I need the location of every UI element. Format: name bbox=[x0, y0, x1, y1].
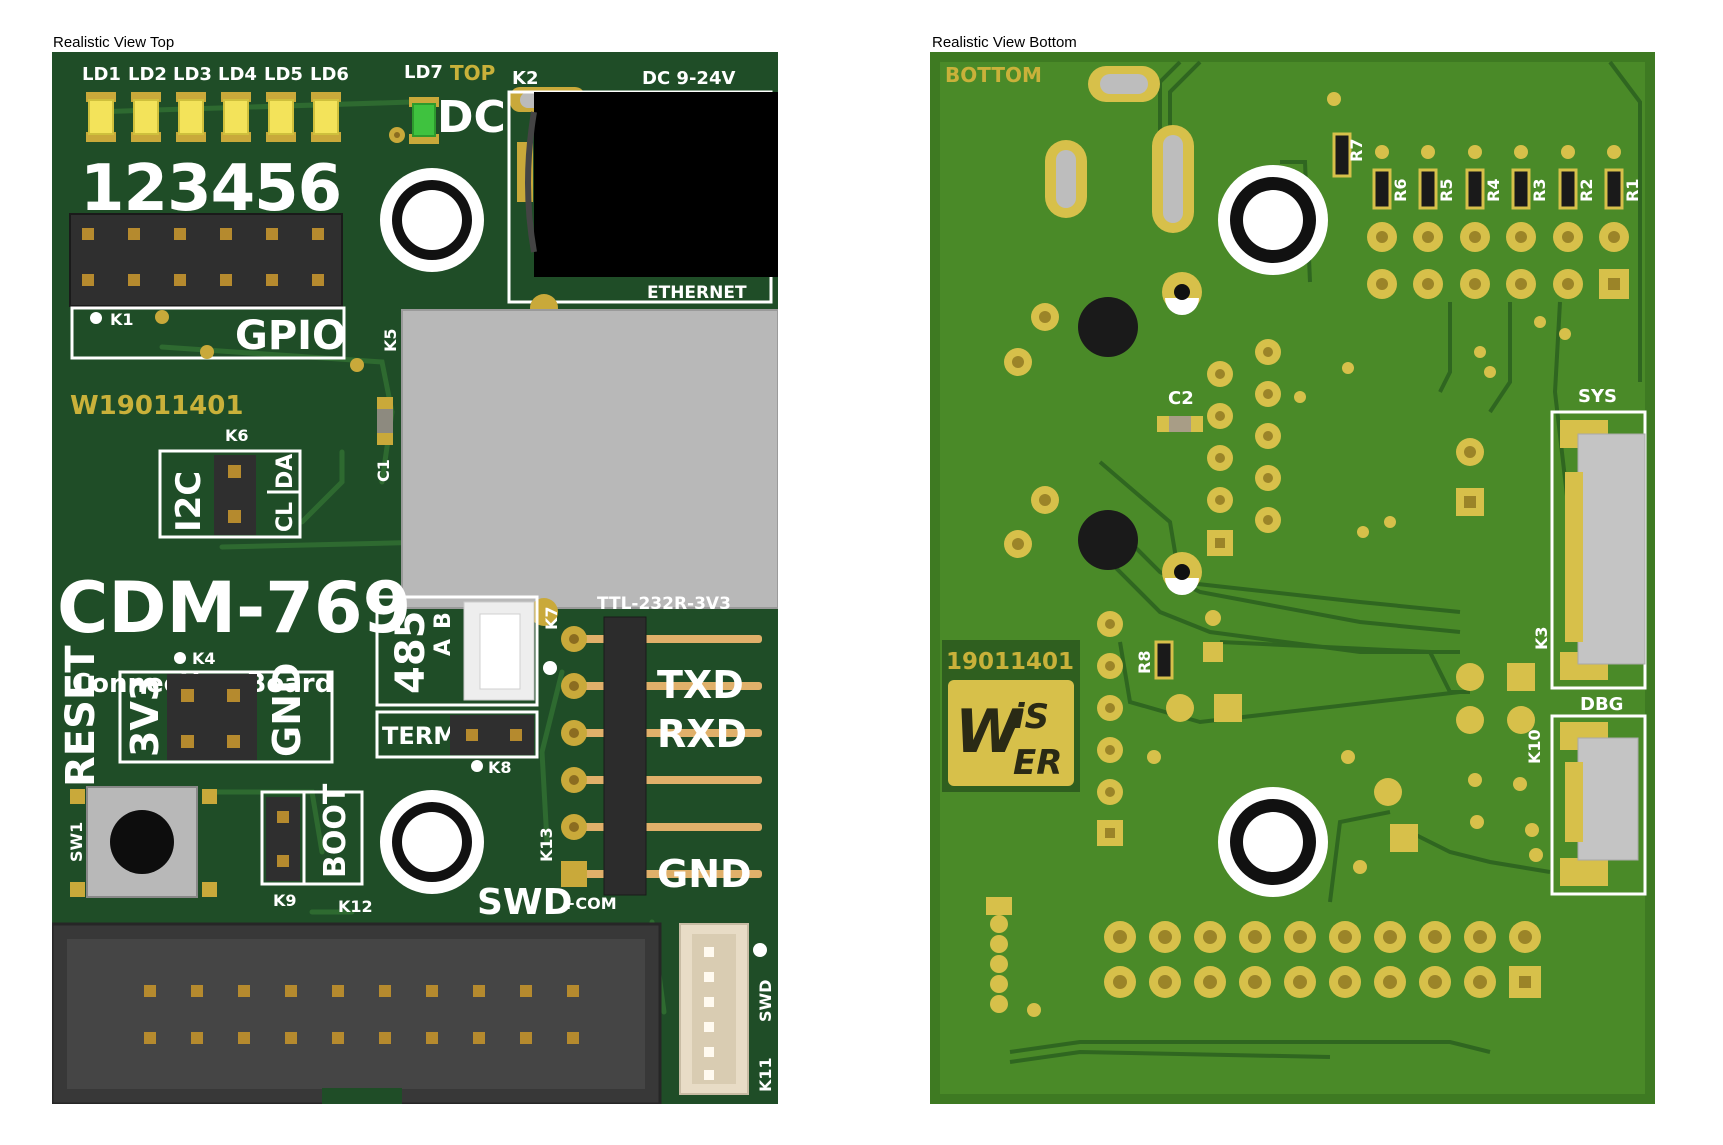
bottom-side-label: BOTTOM bbox=[945, 63, 1042, 87]
ttl-gnd-label: GND bbox=[657, 852, 752, 896]
k8-label: K8 bbox=[488, 758, 512, 777]
boot-label: BOOT bbox=[318, 783, 353, 878]
dbg-label: DBG bbox=[1580, 694, 1623, 715]
i2c-cl-label: CL bbox=[273, 502, 298, 532]
resistor-label: R3 bbox=[1530, 179, 1549, 202]
i2c-da-label: DA bbox=[273, 454, 298, 489]
dc-voltage-label: DC 9-24V bbox=[642, 68, 735, 89]
sys-connector bbox=[1560, 420, 1646, 680]
r7-label: R7 bbox=[1347, 139, 1366, 162]
ethernet-jack bbox=[401, 309, 778, 609]
r8-label: R8 bbox=[1135, 651, 1154, 674]
caption-bottom-view: Realistic View Bottom bbox=[932, 34, 1077, 51]
gnd-label: GND bbox=[265, 662, 309, 757]
swd-box-header bbox=[52, 922, 662, 1104]
reset-button[interactable] bbox=[70, 786, 217, 898]
svg-text:W: W bbox=[955, 697, 1024, 767]
sys-label: SYS bbox=[1578, 386, 1617, 407]
k12-label: K12 bbox=[338, 897, 373, 916]
gpio-header bbox=[69, 213, 346, 360]
k6-label: K6 bbox=[225, 426, 249, 445]
svg-text:ER: ER bbox=[1013, 743, 1062, 783]
led-label: LD3 bbox=[173, 64, 212, 85]
reset-label: RESET bbox=[58, 645, 104, 787]
swd-connector bbox=[679, 923, 767, 1095]
gpio-label: GPIO bbox=[235, 313, 346, 359]
pcb-bottom-view: BOTTOM R7 R6 R5 R4 R3 R2 R1 bbox=[930, 52, 1655, 1104]
board-code: W19011401 bbox=[70, 391, 243, 421]
svg-text:iS: iS bbox=[1013, 697, 1049, 737]
swd-connector-label: SWD bbox=[756, 980, 775, 1022]
sw1-label: SW1 bbox=[67, 822, 86, 862]
dc-jack bbox=[507, 87, 778, 304]
rs485-b-label: B bbox=[431, 612, 456, 629]
c1-label: C1 bbox=[374, 459, 393, 482]
led-label: LD6 bbox=[310, 64, 349, 85]
v3-label: 3V3 bbox=[123, 675, 167, 757]
k9-label: K9 bbox=[273, 891, 297, 910]
ttl-label: TTL-232R-3V3 bbox=[597, 594, 731, 614]
led-label: LD5 bbox=[264, 64, 303, 85]
resistor-label: R5 bbox=[1437, 179, 1456, 202]
rxd-label: RXD bbox=[657, 712, 747, 756]
top-side-label: TOP bbox=[450, 61, 495, 85]
k13-label: K13 bbox=[537, 827, 556, 862]
k11-label: K11 bbox=[756, 1057, 775, 1092]
caption-top-view: Realistic View Top bbox=[53, 34, 175, 51]
com-label: +COM bbox=[562, 894, 617, 913]
i2c-label: I2C bbox=[169, 471, 209, 532]
led-label: LD2 bbox=[128, 64, 167, 85]
wiswer-logo bbox=[948, 680, 1074, 786]
k1-label: K1 bbox=[110, 310, 134, 329]
bottom-board-code: 19011401 bbox=[946, 649, 1074, 675]
led-label: LD1 bbox=[82, 64, 121, 85]
k10-label: K10 bbox=[1525, 729, 1544, 764]
swd-label: SWD bbox=[477, 882, 573, 923]
pcb-top-view: LD1 LD2 LD3 LD4 LD5 LD6 LD7 TOP K2 DC 9-… bbox=[52, 52, 778, 1104]
led7-label: LD7 bbox=[404, 62, 443, 83]
resistor-label: R1 bbox=[1623, 179, 1642, 202]
product-title: CDM-769 bbox=[57, 567, 411, 649]
led-label: LD4 bbox=[218, 64, 257, 85]
resistor-label: R2 bbox=[1577, 179, 1596, 202]
k7-label: K7 bbox=[542, 606, 561, 630]
dc-label: DC bbox=[437, 92, 506, 143]
c2-label: C2 bbox=[1168, 388, 1194, 409]
k4-label: K4 bbox=[192, 649, 216, 668]
k3-label: K3 bbox=[1532, 626, 1551, 650]
k5-label: K5 bbox=[381, 328, 400, 352]
rs485-a-label: A bbox=[431, 639, 456, 656]
ttl-header bbox=[561, 616, 762, 896]
resistor-label: R4 bbox=[1484, 179, 1503, 202]
term-label: TERM bbox=[382, 722, 457, 750]
k2-label: K2 bbox=[512, 68, 538, 89]
ethernet-label: ETHERNET bbox=[647, 283, 747, 303]
txd-label: TXD bbox=[657, 663, 744, 707]
resistor-label: R6 bbox=[1391, 179, 1410, 202]
led-row bbox=[86, 92, 439, 144]
rs485-label: 485 bbox=[388, 611, 434, 695]
dbg-connector bbox=[1560, 722, 1639, 886]
